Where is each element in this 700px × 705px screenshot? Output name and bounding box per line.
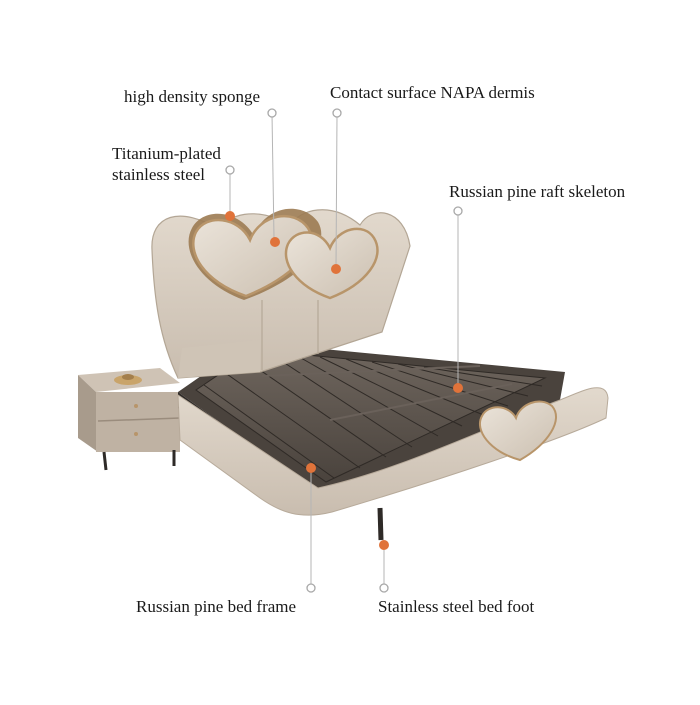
hotspot-dot	[453, 383, 463, 393]
hotspot-dot	[225, 211, 235, 221]
hotspot-dot	[306, 463, 316, 473]
leader-end-markers	[225, 108, 463, 593]
hotspot-dot	[331, 264, 341, 274]
hotspot-dot	[379, 540, 389, 550]
label-titanium-line1: Titanium-plated	[112, 144, 221, 163]
headboard	[151, 208, 411, 379]
footboard-heart	[479, 400, 558, 462]
label-high-density-sponge: high density sponge	[124, 87, 260, 106]
label-pine-raft-skeleton: Russian pine raft skeleton	[449, 182, 626, 201]
hotspot-dot	[270, 237, 280, 247]
label-pine-bed-frame: Russian pine bed frame	[136, 597, 297, 616]
label-titanium-line2: stainless steel	[112, 165, 206, 184]
label-contact-surface: Contact surface NAPA dermis	[330, 83, 535, 102]
leader-lines	[229, 113, 459, 586]
hotspot-dots	[225, 211, 463, 550]
nightstand	[78, 368, 181, 471]
label-titanium-steel: Titanium-plated stainless steel	[112, 143, 221, 185]
label-steel-bed-foot: Stainless steel bed foot	[378, 597, 535, 616]
